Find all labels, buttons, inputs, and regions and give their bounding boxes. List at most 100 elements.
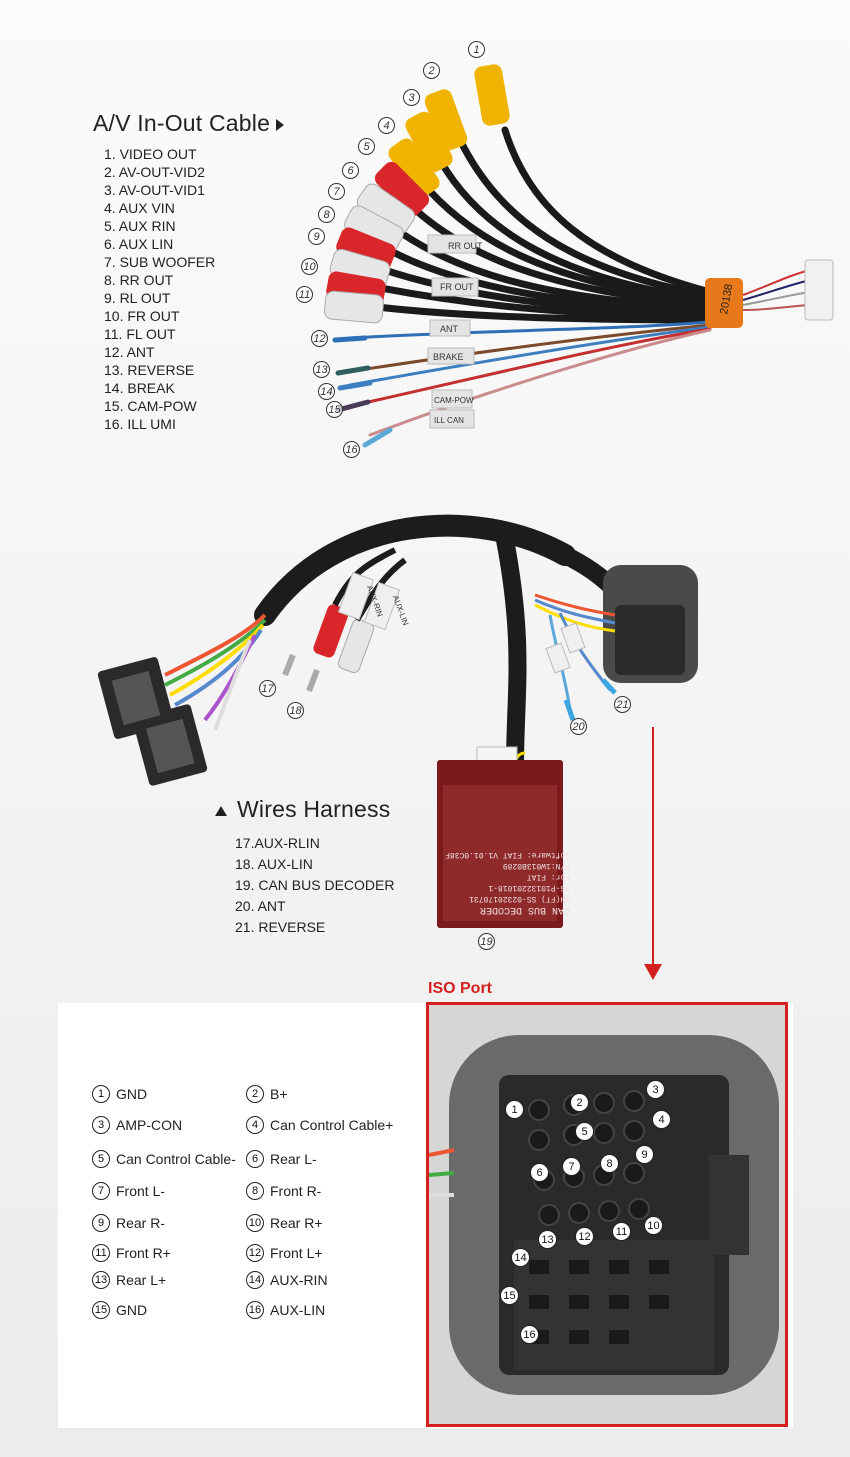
callout-number: 9 — [308, 228, 325, 245]
callout-number: 20 — [570, 718, 587, 735]
callout-number: 4 — [378, 117, 395, 134]
legend-pin-number: 12 — [246, 1244, 264, 1262]
callout-number: 18 — [287, 702, 304, 719]
av-item: 10. FR OUT — [104, 308, 180, 324]
legend-entry: 10 Rear R+ — [246, 1214, 323, 1232]
iso-pin-label: 12 — [575, 1227, 594, 1246]
legend-text: Front R- — [270, 1183, 322, 1199]
decoder-label-line: For: FIAT — [526, 872, 570, 881]
callout-number: 21 — [614, 696, 631, 713]
av-item: 16. ILL UMI — [104, 416, 176, 432]
decoder-label-line: P/N:1W013B0289 — [502, 861, 570, 870]
legend-text: GND — [116, 1302, 148, 1318]
av-item: 4. AUX VIN — [104, 200, 175, 216]
av-item: 12. ANT — [104, 344, 155, 360]
legend-text: Rear R- — [116, 1215, 166, 1231]
callout-number: 8 — [318, 206, 335, 223]
decoder-label: CAN BUS DECODER MH(FT) SS-02320170731 SS… — [430, 795, 570, 915]
harness-item: 20. ANT — [235, 898, 286, 914]
iso-pin-label: 8 — [600, 1154, 619, 1173]
legend-entry: 11 Front R+ — [92, 1244, 171, 1262]
legend-text: GND — [116, 1086, 148, 1102]
callout-number: 3 — [403, 89, 420, 106]
av-item: 1. VIDEO OUT — [104, 146, 197, 162]
av-cable-illustration: RR OUT FR OUT ANT BRAKE CAM-POW ILL CAN … — [324, 64, 834, 448]
iso-pin-label: 11 — [612, 1222, 631, 1241]
legend-entry: 8 Front R- — [246, 1182, 321, 1200]
av-item: 7. SUB WOOFER — [104, 254, 216, 270]
av-item: 13. REVERSE — [104, 362, 195, 378]
pointer-arrow-line — [652, 727, 654, 967]
legend-pin-number: 10 — [246, 1214, 264, 1232]
iso-pin-label: 1 — [505, 1100, 524, 1119]
legend-pin-number: 16 — [246, 1301, 264, 1319]
harness-item: 19. CAN BUS DECODER — [235, 877, 395, 893]
iso-pin-label: 2 — [570, 1093, 589, 1112]
legend-entry: 14 AUX-RIN — [246, 1271, 328, 1289]
legend-text: AUX-LIN — [270, 1302, 326, 1318]
legend-pin-number: 13 — [92, 1271, 110, 1289]
av-tag-text: BRAKE — [433, 352, 464, 362]
callout-number: 17 — [259, 680, 276, 697]
legend-entry: 9 Rear R- — [92, 1214, 165, 1232]
av-item: 6. AUX LIN — [104, 236, 174, 252]
iso-pin-label: 7 — [562, 1157, 581, 1176]
legend-pin-number: 11 — [92, 1244, 110, 1262]
callout-number: 10 — [301, 258, 318, 275]
legend-entry: 13 Rear L+ — [92, 1271, 166, 1289]
legend-text: Can Control Cable- — [116, 1151, 236, 1167]
av-item: 5. AUX RIN — [104, 218, 176, 234]
callout-number: 16 — [343, 441, 360, 458]
arrow-down-icon — [644, 964, 662, 980]
legend-entry: 12 Front L+ — [246, 1244, 323, 1262]
iso-pin-label: 9 — [635, 1145, 654, 1164]
iso-pin-label: 6 — [530, 1163, 549, 1182]
legend-pin-number: 6 — [246, 1150, 264, 1168]
callout-number: 14 — [318, 383, 335, 400]
av-item: 2. AV-OUT-VID2 — [104, 164, 205, 180]
cable-tag-text: AUX-LIN — [391, 594, 410, 627]
legend-text: AUX-RIN — [270, 1272, 328, 1288]
legend-text: Front R+ — [116, 1245, 171, 1261]
callout-number: 19 — [478, 933, 495, 950]
legend-pin-number: 4 — [246, 1116, 264, 1134]
iso-port-photo-frame: 1 2 3 4 5 6 7 8 9 10 11 12 13 14 15 16 — [426, 1002, 788, 1427]
legend-pin-number: 9 — [92, 1214, 110, 1232]
av-item: 14. BREAK — [104, 380, 175, 396]
iso-pin-label: 16 — [520, 1325, 539, 1344]
legend-entry: 1 GND — [92, 1085, 147, 1103]
harness-section-title: Wires Harness — [215, 796, 390, 823]
harness-item-list: 17.AUX-RLIN 18. AUX-LIN 19. CAN BUS DECO… — [235, 833, 394, 938]
legend-pin-number: 1 — [92, 1085, 110, 1103]
legend-pin-number: 14 — [246, 1271, 264, 1289]
legend-text: Rear L+ — [116, 1272, 167, 1288]
iso-pin-label: 13 — [538, 1230, 557, 1249]
triangle-right-icon — [276, 118, 285, 131]
decoder-label-line: Software: FIAT V1.01.0C38F — [445, 850, 570, 859]
callout-number: 13 — [313, 361, 330, 378]
legend-pin-number: 3 — [92, 1116, 110, 1134]
legend-pin-number: 8 — [246, 1182, 264, 1200]
legend-text: Rear R+ — [270, 1215, 323, 1231]
av-item: 9. RL OUT — [104, 290, 171, 306]
harness-item: 18. AUX-LIN — [235, 856, 313, 872]
av-item: 3. AV-OUT-VID1 — [104, 182, 205, 198]
triangle-up-icon — [215, 805, 227, 816]
av-section-title: A/V In-Out Cable — [93, 110, 285, 137]
callout-number: 2 — [423, 62, 440, 79]
harness-item: 17.AUX-RLIN — [235, 835, 320, 851]
legend-pin-number: 5 — [92, 1150, 110, 1168]
decoder-label-line: CAN BUS DECODER — [479, 904, 570, 915]
legend-text: Front L+ — [270, 1245, 323, 1261]
legend-pin-number: 7 — [92, 1182, 110, 1200]
iso-port-label: ISO Port — [428, 980, 493, 997]
av-item: 15. CAM-POW — [104, 398, 197, 414]
legend-pin-number: 2 — [246, 1085, 264, 1103]
legend-entry: 5 Can Control Cable- — [92, 1150, 236, 1168]
